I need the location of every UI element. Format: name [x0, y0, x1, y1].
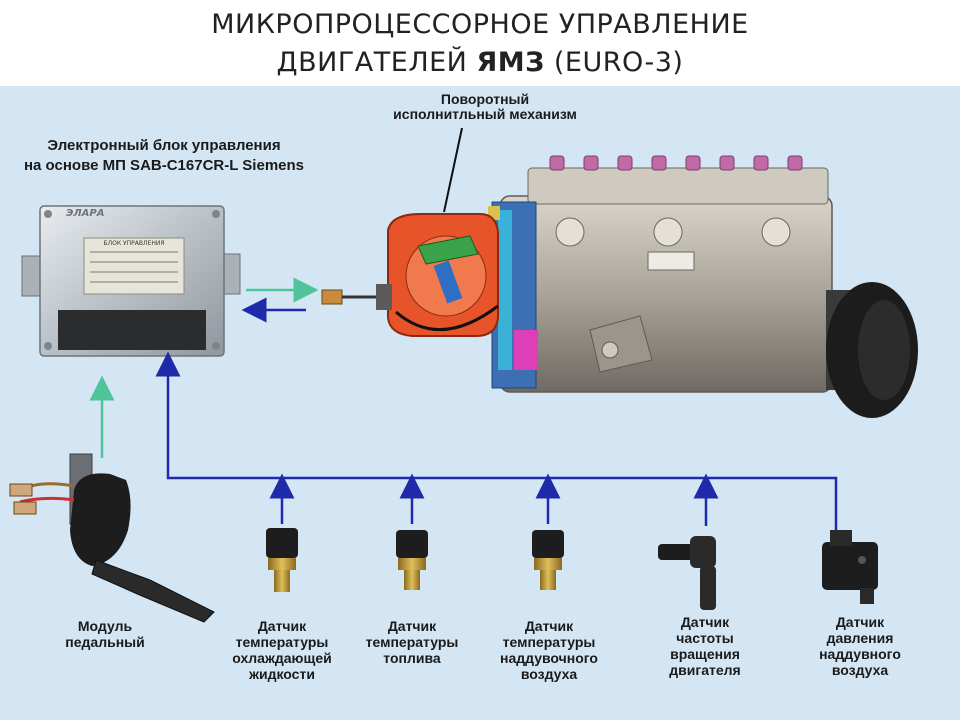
actuator-label-line-1: Поворотный	[440, 91, 530, 107]
ecu-label: Электронный блок управления на основе МП…	[14, 136, 314, 176]
sensor-label-line: температуры	[365, 634, 459, 650]
sensor-label-line: частоты	[676, 630, 734, 646]
sensor-label-line: охлаждающей	[232, 650, 332, 666]
title-line-2-suffix: (EURO-3)	[544, 47, 684, 78]
boost-pressure-sensor	[822, 530, 878, 604]
sensor-label-line: педальный	[65, 634, 145, 650]
sensor-label-boost-pressure: Датчик давления наддувного воздуха	[792, 614, 928, 678]
sensor-label-line: температуры	[502, 634, 596, 650]
title-brand: ЯМЗ	[476, 47, 545, 78]
engine-speed-sensor	[658, 536, 716, 610]
ecu-unit	[21, 205, 241, 357]
sensor-label-coolant-temp: Датчик температуры охлаждающей жидкости	[210, 618, 354, 682]
sensor-label-line: Модуль	[77, 618, 133, 634]
sensor-label-line: воздуха	[520, 666, 578, 682]
title-line-1: МИКРОПРОЦЕССОРНОЕ УПРАВЛЕНИЕ	[211, 9, 749, 40]
sensor-label-line: воздуха	[831, 662, 889, 678]
slide-title: МИКРОПРОЦЕССОРНОЕ УПРАВЛЕНИЕ ДВИГАТЕЛЕЙ …	[0, 6, 960, 82]
sensor-label-line: Датчик	[387, 618, 437, 634]
sensor-label-line: температуры	[235, 634, 329, 650]
sensor-label-line: жидкости	[249, 666, 315, 682]
sensor-label-line: давления	[826, 630, 894, 646]
charge-air-temp-sensor	[532, 530, 564, 590]
sensor-label-engine-speed: Датчик частоты вращения двигателя	[640, 614, 770, 678]
ecu-label-line-2: на основе МП SAB-C167CR-L Siemens	[23, 157, 305, 174]
sensor-label-fuel-temp: Датчик температуры топлива	[350, 618, 474, 666]
pedal-module	[9, 453, 215, 623]
actuator-pointer	[443, 127, 463, 213]
coolant-temp-sensor	[266, 528, 298, 592]
sensor-label-line: Датчик	[524, 618, 574, 634]
sensor-label-charge-air-temp: Датчик температуры наддувочного воздуха	[480, 618, 618, 682]
actuator-label-line-2: исполнитльный механизм	[393, 106, 577, 122]
ecu-label-line-1: Электронный блок управления	[47, 137, 281, 154]
fuel-temp-sensor	[396, 530, 428, 590]
title-line-2-prefix: ДВИГАТЕЛЕЙ	[276, 47, 477, 78]
sensor-label-pedal-module: Модуль педальный	[40, 618, 170, 650]
ecu-plate-title: БЛОК УПРАВЛЕНИЯ	[103, 240, 165, 247]
sensor-label-line: топлива	[383, 650, 441, 666]
sensor-label-line: наддувочного	[500, 650, 598, 666]
ecu-brand-logo: ЭЛАРА	[66, 208, 105, 219]
title-line-2: ДВИГАТЕЛЕЙ ЯМЗ (EURO-3)	[0, 44, 960, 82]
sensor-label-line: вращения	[670, 646, 740, 662]
sensor-label-line: Датчик	[835, 614, 885, 630]
actuator-label: Поворотный исполнитльный механизм	[350, 92, 620, 122]
sensor-label-line: Датчик	[680, 614, 730, 630]
sensor-label-line: Датчик	[257, 618, 307, 634]
sensor-label-line: наддувного	[819, 646, 901, 662]
sensor-label-line: двигателя	[669, 662, 741, 678]
fuel-pump	[321, 155, 918, 418]
